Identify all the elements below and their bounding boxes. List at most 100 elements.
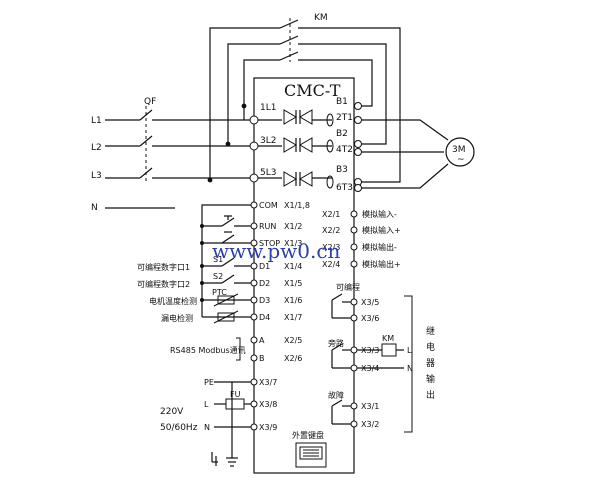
bypass-terminal-b2: B2: [336, 129, 348, 139]
line-label-n: N: [91, 203, 98, 213]
digital-input-wiring: [200, 243, 251, 324]
breaker-qf: [105, 106, 250, 209]
rs485-bracket: [236, 337, 241, 361]
l-label: L: [204, 400, 209, 409]
line-label-l2: L2: [91, 143, 102, 153]
power-spec-voltage: 220V: [160, 407, 184, 417]
relay-1-pin-b: X3/6: [361, 314, 379, 323]
controller-box: [253, 77, 355, 474]
rs485-label: RS485 Modbus通讯: [170, 345, 246, 355]
thyristor-phase-2: [258, 137, 332, 153]
analog-label-2: 模拟输入+: [362, 225, 401, 235]
svg-text:电: 电: [426, 341, 435, 353]
terminal-1l1: [249, 115, 259, 125]
keyboard-port-icon: [295, 442, 327, 468]
motor-symbol-text: ~: [457, 155, 465, 165]
relay-output-vertical-label: 继 电 器 输 出: [426, 325, 435, 401]
svg-text:继: 继: [426, 325, 435, 337]
analog-pin-1: X2/1: [322, 210, 340, 219]
d1-pin: X1/4: [284, 262, 302, 271]
com-terminal: COM: [259, 201, 278, 210]
d1-terminal: D1: [259, 262, 270, 271]
digital-input-4-label: 漏电检测: [161, 313, 193, 323]
thyristor-phase-1: [258, 109, 332, 125]
stop-terminal: STOP: [259, 239, 280, 248]
analog-label-3: 模拟输出-: [362, 242, 397, 252]
svg-text:输: 输: [426, 373, 435, 385]
output-terminal-2t1: 2T1: [336, 113, 353, 123]
svg-text:器: 器: [426, 358, 435, 369]
d4-terminal: D4: [259, 313, 270, 322]
rs485-pin-a: X2/5: [284, 336, 302, 345]
watermark: www.pw0.cn: [212, 239, 341, 263]
switch-s2: S2: [213, 272, 223, 281]
stop-pin: X1/3: [284, 239, 302, 248]
analog-pin-3: X2/3: [322, 243, 340, 252]
digital-input-2-label: 可编程数字口2: [137, 279, 190, 289]
d4-pin: X1/7: [284, 313, 302, 322]
l-pin: X3/8: [259, 400, 277, 409]
output-terminal-6t3: 6T3: [336, 183, 353, 193]
rs485-a: A: [259, 336, 265, 345]
analog-label-1: 模拟输入-: [362, 209, 397, 219]
bypass-terminal-b3: B3: [336, 165, 348, 175]
d3-terminal: D3: [259, 296, 270, 305]
power-spec-frequency: 50/60Hz: [160, 423, 198, 433]
digital-input-1-label: 可编程数字口1: [137, 262, 190, 272]
keyboard-label: 外置键盘: [292, 430, 324, 440]
current-sensor-group: [326, 113, 334, 189]
relay-2-name: 旁路: [328, 338, 344, 348]
d3-pin: X1/6: [284, 296, 302, 305]
analog-pin-4: X2/4: [322, 260, 340, 269]
run-pin: X1/2: [284, 222, 302, 231]
d2-terminal: D2: [259, 279, 270, 288]
switch-ptc: PTC: [212, 288, 227, 297]
digital-input-3-label: 电机温度检测: [149, 296, 197, 306]
relay-2-pin-b: X3/4: [361, 364, 379, 373]
input-terminal-3: 5L3: [260, 168, 276, 178]
qf-label: QF: [144, 97, 156, 107]
analog-terminals: [350, 210, 358, 268]
relay-3-name: 故障: [328, 390, 344, 400]
motor-wiring: [362, 119, 449, 189]
relay-output-wiring: [331, 293, 413, 433]
input-terminal-1: 1L1: [260, 103, 276, 113]
run-terminal: RUN: [259, 222, 276, 231]
svg-text:出: 出: [426, 389, 435, 401]
relay-1-name: 可编程: [336, 282, 360, 292]
fu-label: FU: [230, 390, 241, 399]
relay-2-pin-a: X3/3: [361, 346, 379, 355]
relay-2-coil: KM: [382, 334, 394, 343]
controller-title: CMC-T: [284, 81, 341, 100]
relay-2-coil-l: L: [407, 346, 412, 355]
analog-label-4: 模拟输出+: [362, 259, 401, 269]
input-terminal-2: 3L2: [260, 136, 276, 146]
line-label-l1: L1: [91, 116, 102, 126]
terminal-3l2: [249, 141, 259, 151]
d2-pin: X1/5: [284, 279, 302, 288]
km-label: KM: [314, 13, 328, 23]
n-pin: X3/9: [259, 423, 277, 432]
com-pin: X1/1,8: [284, 201, 310, 210]
n-label: N: [204, 423, 210, 432]
switch-s1: S1: [213, 255, 223, 264]
relay-3-pin-b: X3/2: [361, 420, 379, 429]
bypass-terminal-b1: B1: [336, 97, 348, 107]
relay-3-pin-a: X3/1: [361, 402, 379, 411]
rs485-b: B: [259, 354, 265, 363]
line-label-l3: L3: [91, 171, 102, 181]
bypass-terminals: [354, 102, 362, 192]
run-stop-switches: [200, 204, 251, 245]
output-terminal-4t2: 4T2: [336, 145, 353, 155]
analog-pin-2: X2/2: [322, 226, 340, 235]
relay-2-coil-n: N: [407, 364, 413, 373]
rs485-pin-b: X2/6: [284, 354, 302, 363]
power-wiring: [211, 381, 251, 467]
motor-symbol: [445, 137, 475, 167]
motor-label: 3M: [452, 145, 466, 155]
thyristor-phase-3: [258, 171, 332, 187]
pe-pin: X3/7: [259, 378, 277, 387]
relay-1-pin-a: X3/5: [361, 298, 379, 307]
terminal-5l3: [249, 173, 259, 183]
